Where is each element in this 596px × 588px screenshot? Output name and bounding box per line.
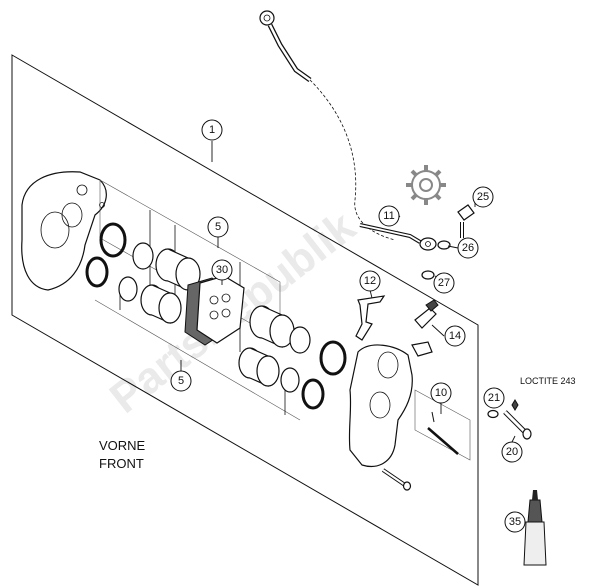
- callout-27: 27: [433, 272, 455, 294]
- pad-pin-kit: [414, 389, 471, 461]
- piston-lower: [140, 284, 182, 324]
- seal-ring-lower-left: [85, 256, 109, 288]
- piston-upper: [155, 248, 201, 291]
- svg-text:14: 14: [449, 330, 461, 342]
- callout-12: 12: [359, 270, 381, 292]
- callout-21: 21: [483, 387, 505, 409]
- svg-text:5: 5: [178, 375, 184, 387]
- svg-text:27: 27: [438, 277, 450, 289]
- caliper-inner-half: [348, 341, 433, 467]
- pad-spring: [355, 295, 386, 341]
- svg-text:21: 21: [488, 392, 500, 404]
- svg-text:11: 11: [383, 210, 394, 222]
- svg-text:10: 10: [435, 387, 447, 399]
- bleeder-valve: [414, 299, 439, 329]
- banjo-bolt: [457, 204, 475, 238]
- svg-text:20: 20: [506, 446, 518, 458]
- svg-text:30: 30: [216, 264, 228, 276]
- svg-text:1: 1: [209, 124, 215, 136]
- callout-5-upper: 5: [207, 216, 229, 238]
- mounting-bolt: [487, 399, 532, 440]
- label-vorne: VORNE: [99, 438, 146, 453]
- callout-35: 35: [504, 511, 526, 533]
- seal-ring-small: [132, 242, 154, 270]
- loctite-bottle: [523, 490, 547, 566]
- seal-ring-large: [99, 222, 127, 258]
- callout-1: 1: [201, 119, 223, 141]
- seal-right-small: [289, 326, 311, 354]
- assembly-frame: [11, 54, 479, 586]
- gear-icon: [406, 165, 446, 205]
- svg-text:35: 35: [509, 516, 521, 528]
- callout-26: 26: [457, 237, 479, 259]
- seal-right-lower-small: [280, 367, 300, 393]
- seal-ring-lower-small: [118, 276, 138, 302]
- callout-20: 20: [501, 441, 523, 463]
- caliper-bolt: [381, 468, 412, 491]
- svg-text:5: 5: [215, 221, 221, 233]
- sealing-washer-26: [437, 240, 451, 250]
- seal-right-large: [319, 340, 347, 376]
- callout-14: 14: [444, 325, 466, 347]
- label-loctite: LOCTITE 243: [520, 376, 576, 386]
- svg-text:25: 25: [477, 191, 489, 203]
- callout-11: 11: [378, 205, 400, 227]
- callout-30: 30: [211, 259, 233, 281]
- svg-text:26: 26: [462, 242, 474, 254]
- brake-pads: [184, 275, 245, 346]
- svg-text:12: 12: [364, 275, 376, 287]
- callout-25: 25: [472, 186, 494, 208]
- sealing-washer-27: [421, 270, 435, 280]
- piston-right-upper: [249, 305, 295, 348]
- callout-10: 10: [430, 382, 452, 404]
- label-front: FRONT: [99, 456, 144, 471]
- brake-hose: [259, 10, 437, 251]
- seal-right-lower-large: [301, 378, 325, 410]
- callout-5-lower: 5: [170, 370, 192, 392]
- caliper-outer-half: [21, 171, 107, 291]
- piston-right-lower: [238, 347, 280, 387]
